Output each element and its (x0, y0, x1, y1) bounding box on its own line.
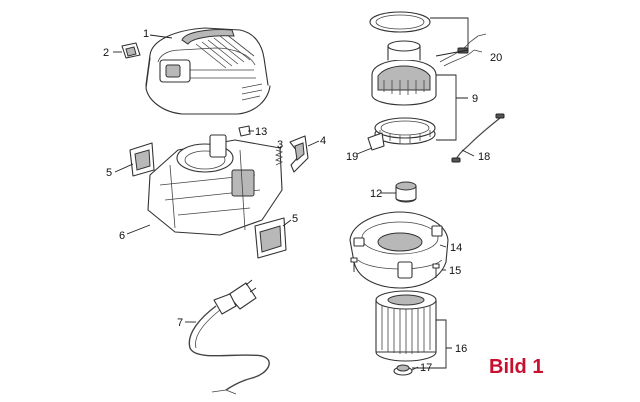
part-18-wire (451, 113, 505, 163)
callout-9: 9 (472, 93, 478, 105)
callout-20: 20 (490, 52, 502, 64)
callout-15: 15 (449, 265, 461, 277)
part-19-bracket (367, 132, 385, 151)
callout-18: 18 (478, 151, 490, 163)
callout-4: 4 (320, 135, 326, 147)
figure-caption: Bild 1 (489, 356, 543, 378)
part-4-latch (289, 135, 309, 173)
part-12-float (395, 181, 417, 203)
part-2-switch (121, 42, 141, 59)
callout-5-right: 5 (292, 213, 298, 225)
part-1-cover (145, 27, 271, 115)
leader-lines (113, 17, 475, 371)
part-3-spring (274, 149, 284, 166)
callout-13: 13 (255, 126, 267, 138)
part-5-handle-right (254, 217, 287, 259)
callout-numbers: 1 2 13 3 4 5 5 6 7 20 9 19 18 12 14 15 1… (103, 28, 502, 374)
callout-6: 6 (119, 230, 125, 242)
callout-19: 19 (346, 151, 358, 163)
part-16-filter (375, 290, 437, 362)
callout-2: 2 (103, 47, 109, 59)
part-20-cable-set (369, 11, 487, 67)
part-6-housing (147, 134, 283, 236)
part-15-screw (350, 257, 440, 278)
part-7-power-cord (188, 279, 270, 395)
callout-14: 14 (450, 242, 462, 254)
callout-5-left: 5 (106, 167, 112, 179)
callout-12: 12 (370, 188, 382, 200)
part-17-nut (393, 364, 413, 376)
callout-16: 16 (455, 343, 467, 355)
part-5-handle-left (129, 142, 155, 177)
callout-3: 3 (277, 139, 283, 151)
callout-1: 1 (143, 28, 149, 40)
part-9-motor (371, 40, 437, 145)
callout-7: 7 (177, 317, 183, 329)
callout-17: 17 (420, 362, 432, 374)
part-13-clip (238, 125, 251, 137)
part-14-basket (349, 211, 449, 289)
